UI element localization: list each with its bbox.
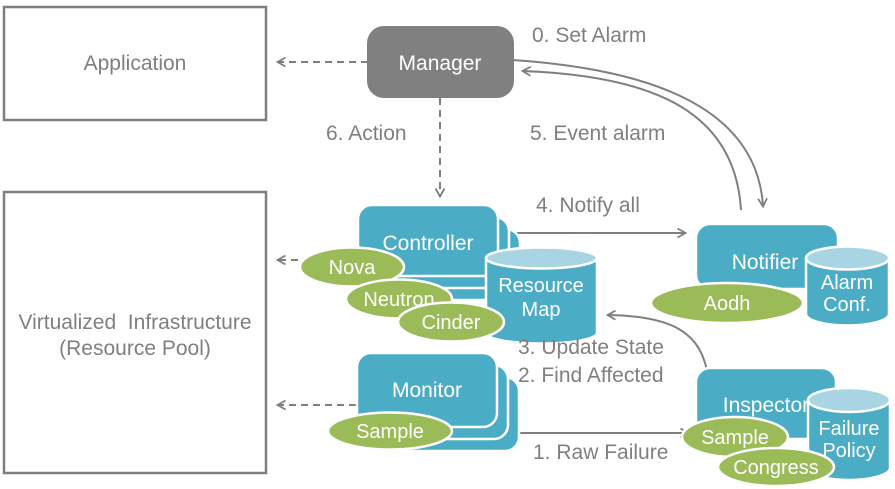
arrow-set-alarm-manager-to-notifier — [512, 59, 768, 209]
manager-node — [367, 26, 514, 98]
failure-policy-top — [806, 386, 892, 414]
manager-label: Manager — [399, 52, 482, 75]
alarm-conf-cylinder: Alarm Conf. — [804, 245, 891, 327]
alarm-conf-label-line1: Alarm — [821, 272, 873, 294]
cinder-ellipse — [396, 301, 506, 343]
raw-failure-label: 1. Raw Failure — [533, 441, 668, 464]
neutron-label: Neutron — [363, 289, 434, 311]
notify-all-label: 4. Notify all — [536, 194, 640, 217]
action-label: 6. Action — [326, 122, 407, 145]
congress-label: Congress — [733, 457, 819, 479]
virtualized-infrastructure-box — [2, 190, 268, 475]
failure-policy-label-line2: Policy — [822, 440, 875, 462]
virtualized-infrastructure-label-line2: (Resource Pool) — [59, 337, 211, 360]
aodh-ellipse — [649, 281, 805, 325]
resource-map-cylinder: Resource Map — [484, 246, 599, 345]
application-box — [2, 5, 268, 122]
arrow-event-alarm-notifier-to-manager — [520, 65, 742, 211]
aodh-label: Aodh — [704, 293, 751, 315]
resource-map-top — [484, 246, 599, 270]
congress-ellipse — [716, 446, 836, 488]
virtualized-infrastructure-label-line1: Virtualized Infrastructure — [18, 311, 251, 334]
sample-monitor-ellipse — [326, 411, 454, 451]
controller-label: Controller — [382, 232, 473, 255]
nova-label: Nova — [329, 257, 377, 279]
resource-map-label-line1: Resource — [498, 275, 584, 297]
resource-map-label-line2: Map — [522, 299, 561, 321]
alarm-conf-label-line2: Conf. — [823, 294, 871, 316]
notifier-label: Notifier — [732, 251, 799, 274]
inspector-label: Inspector — [723, 394, 809, 417]
application-label: Application — [84, 52, 187, 75]
monitor-stack: Monitor — [355, 351, 521, 453]
find-affected-label: 2. Find Affected — [518, 364, 664, 387]
set-alarm-label: 0. Set Alarm — [532, 24, 646, 47]
sample-inspector-label: Sample — [701, 427, 769, 449]
event-alarm-label: 5. Event alarm — [530, 122, 665, 145]
nova-ellipse — [298, 246, 406, 288]
alarm-conf-body — [804, 256, 891, 327]
alarm-conf-top — [804, 245, 891, 271]
failure-policy-label-line1: Failure — [818, 418, 879, 440]
arrow-update-state-inspector-to-resource-map — [605, 309, 709, 378]
sample-monitor-label: Sample — [356, 421, 424, 443]
cinder-label: Cinder — [422, 312, 481, 334]
monitor-label: Monitor — [392, 379, 462, 402]
update-state-label: 3. Update State — [518, 336, 664, 359]
connectors — [275, 56, 768, 439]
resource-map-body — [484, 256, 599, 345]
